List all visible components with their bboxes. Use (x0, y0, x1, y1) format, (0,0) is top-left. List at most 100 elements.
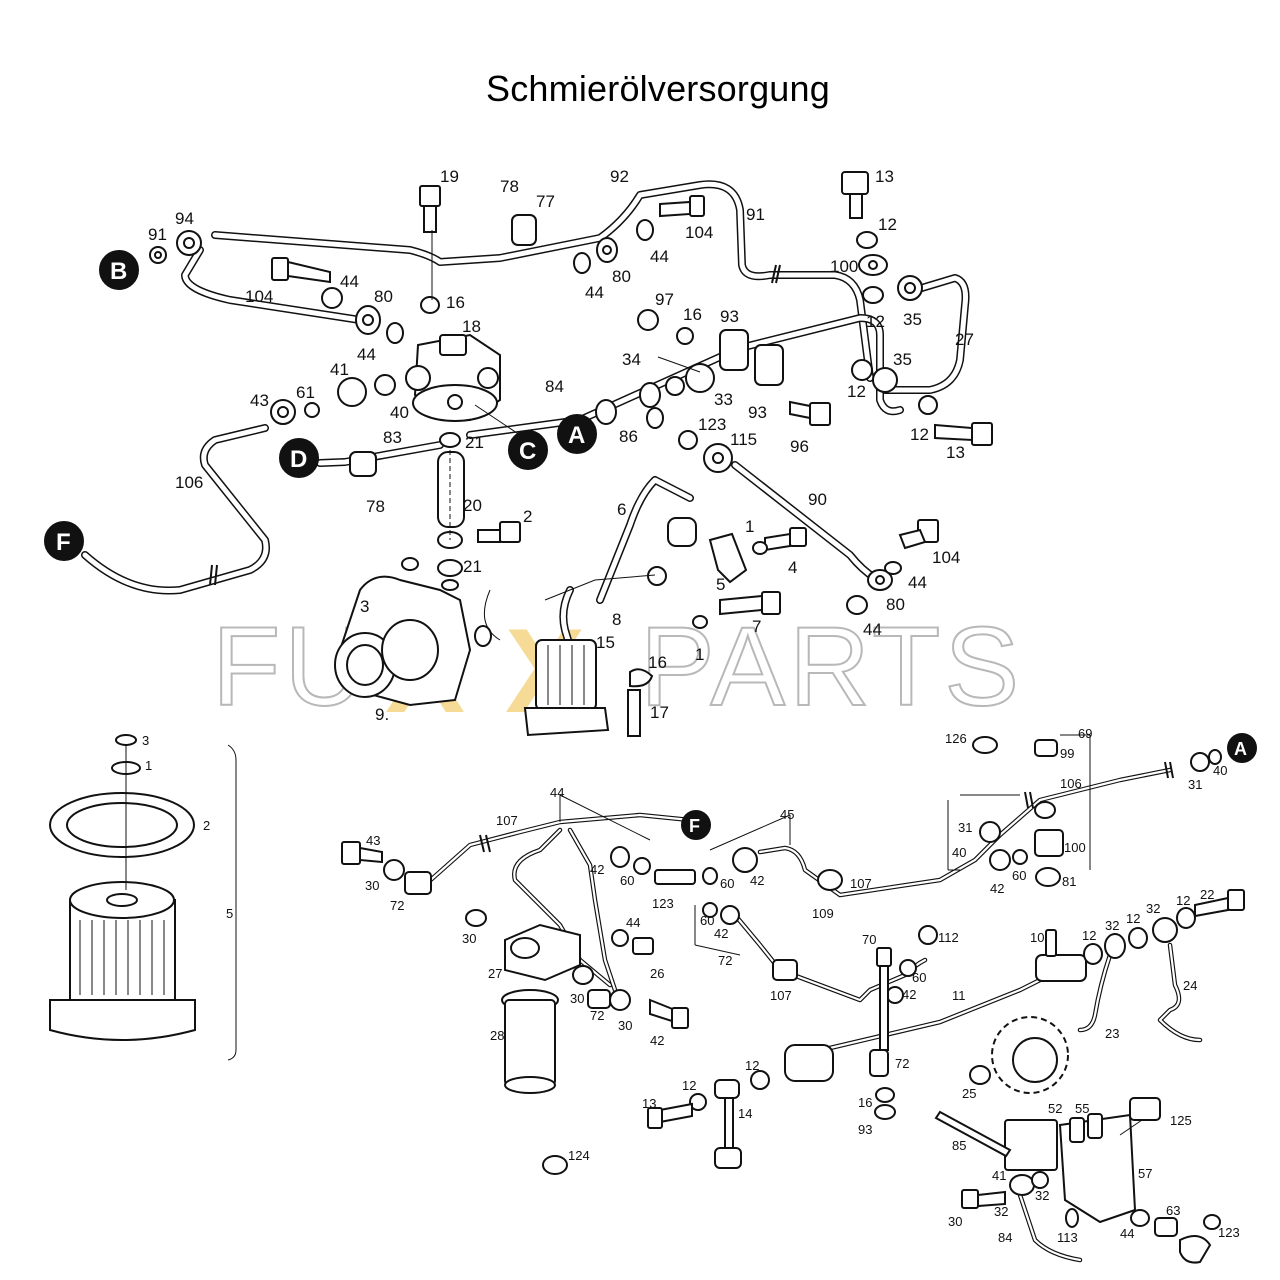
part-label: 23 (1105, 1026, 1119, 1041)
part-label: 10 (1030, 930, 1044, 945)
part-label: 84 (998, 1230, 1012, 1245)
part-label: 72 (895, 1056, 909, 1071)
part-label: 21 (463, 557, 482, 576)
connection-markers: B D C A F F A (44, 250, 1257, 840)
break-marks (209, 264, 1174, 853)
part-label: 12 (866, 312, 885, 331)
part-label: 40 (1213, 763, 1227, 778)
part-label: 78 (500, 177, 519, 196)
part-label: 123 (1218, 1225, 1240, 1240)
part-label: 26 (650, 966, 664, 981)
part-label: 7 (752, 617, 761, 636)
part-label: 100 (830, 257, 858, 276)
part-label: 91 (746, 205, 765, 224)
part-label: 16 (648, 653, 667, 672)
marker-a-top: A (557, 414, 597, 454)
marker-a-bottom: A (1227, 733, 1257, 763)
part-label: 15 (596, 633, 615, 652)
part-label: 126 (945, 731, 967, 746)
part-label: 18 (462, 317, 481, 336)
part-label: 3 (360, 597, 369, 616)
part-label: 72 (390, 898, 404, 913)
marker-f-bottom: F (681, 810, 711, 840)
svg-text:D: D (290, 446, 307, 473)
part-label: 31 (958, 820, 972, 835)
part-label: 84 (545, 377, 564, 396)
part-label: 25 (962, 1086, 976, 1101)
part-label: 3 (142, 733, 149, 748)
part-label: 104 (932, 548, 960, 567)
part-label: 34 (622, 350, 641, 369)
part-label: 90 (808, 490, 827, 509)
part-label: 104 (685, 223, 713, 242)
part-label: 30 (570, 991, 584, 1006)
part-label: 70 (862, 932, 876, 947)
part-label: 60 (1012, 868, 1026, 883)
marker-f-top: F (44, 521, 84, 561)
part-label: 61 (296, 383, 315, 402)
part-label: 5 (226, 906, 233, 921)
part-label: 57 (1138, 1166, 1152, 1181)
part-label: 93 (720, 307, 739, 326)
filter-detail (49, 734, 237, 1061)
part-label: 106 (1060, 776, 1082, 791)
part-label: 41 (330, 360, 349, 379)
part-label: 8 (612, 610, 621, 629)
part-label: 21 (465, 433, 484, 452)
part-label: 12 (847, 382, 866, 401)
svg-text:A: A (568, 422, 585, 449)
part-label: 42 (590, 862, 604, 877)
part-label: 12 (1176, 893, 1190, 908)
part-label: 91 (148, 225, 167, 244)
part-label: 12 (745, 1058, 759, 1073)
part-label: 13 (642, 1096, 656, 1111)
part-label: 60 (620, 873, 634, 888)
part-label: 94 (175, 209, 194, 228)
part-label: 44 (585, 283, 604, 302)
part-label: 1 (145, 758, 152, 773)
part-label: 32 (1035, 1188, 1049, 1203)
marker-b: B (99, 250, 139, 290)
part-label: 124 (568, 1148, 590, 1163)
part-label: 13 (946, 443, 965, 462)
part-label: 123 (652, 896, 674, 911)
part-label: 32 (994, 1204, 1008, 1219)
part-label: 107 (850, 876, 872, 891)
part-label: 31 (1188, 777, 1202, 792)
part-label: 1 (695, 645, 704, 664)
part-label: 42 (650, 1033, 664, 1048)
svg-text:A: A (1234, 739, 1247, 759)
marker-c: C (508, 430, 548, 470)
part-label: 100 (1064, 840, 1086, 855)
part-label: 78 (366, 497, 385, 516)
part-label: 9. (375, 705, 389, 724)
part-label: 80 (886, 595, 905, 614)
part-labels: 19 78 77 92 91 104 44 80 44 13 12 100 12… (142, 167, 1240, 1245)
part-label: 12 (878, 215, 897, 234)
part-label: 30 (948, 1214, 962, 1229)
part-label: 72 (590, 1008, 604, 1023)
part-label: 42 (902, 987, 916, 1002)
part-label: 107 (770, 988, 792, 1003)
part-label: 80 (374, 287, 393, 306)
part-label: 104 (245, 287, 273, 306)
part-label: 33 (714, 390, 733, 409)
part-label: 30 (462, 931, 476, 946)
svg-text:C: C (519, 438, 536, 465)
part-label: 16 (858, 1095, 872, 1110)
part-label: 112 (938, 930, 959, 945)
part-label: 44 (550, 785, 564, 800)
part-label: 30 (618, 1018, 632, 1033)
part-label: 41 (992, 1168, 1006, 1183)
svg-text:B: B (110, 258, 127, 285)
part-label: 45 (780, 807, 794, 822)
part-label: 22 (1200, 887, 1214, 902)
part-label: 42 (750, 873, 764, 888)
part-label: 107 (496, 813, 518, 828)
part-label: 35 (893, 350, 912, 369)
part-label: 2 (203, 818, 210, 833)
part-label: 43 (250, 391, 269, 410)
part-label: 27 (488, 966, 502, 981)
part-label: 17 (650, 703, 669, 722)
